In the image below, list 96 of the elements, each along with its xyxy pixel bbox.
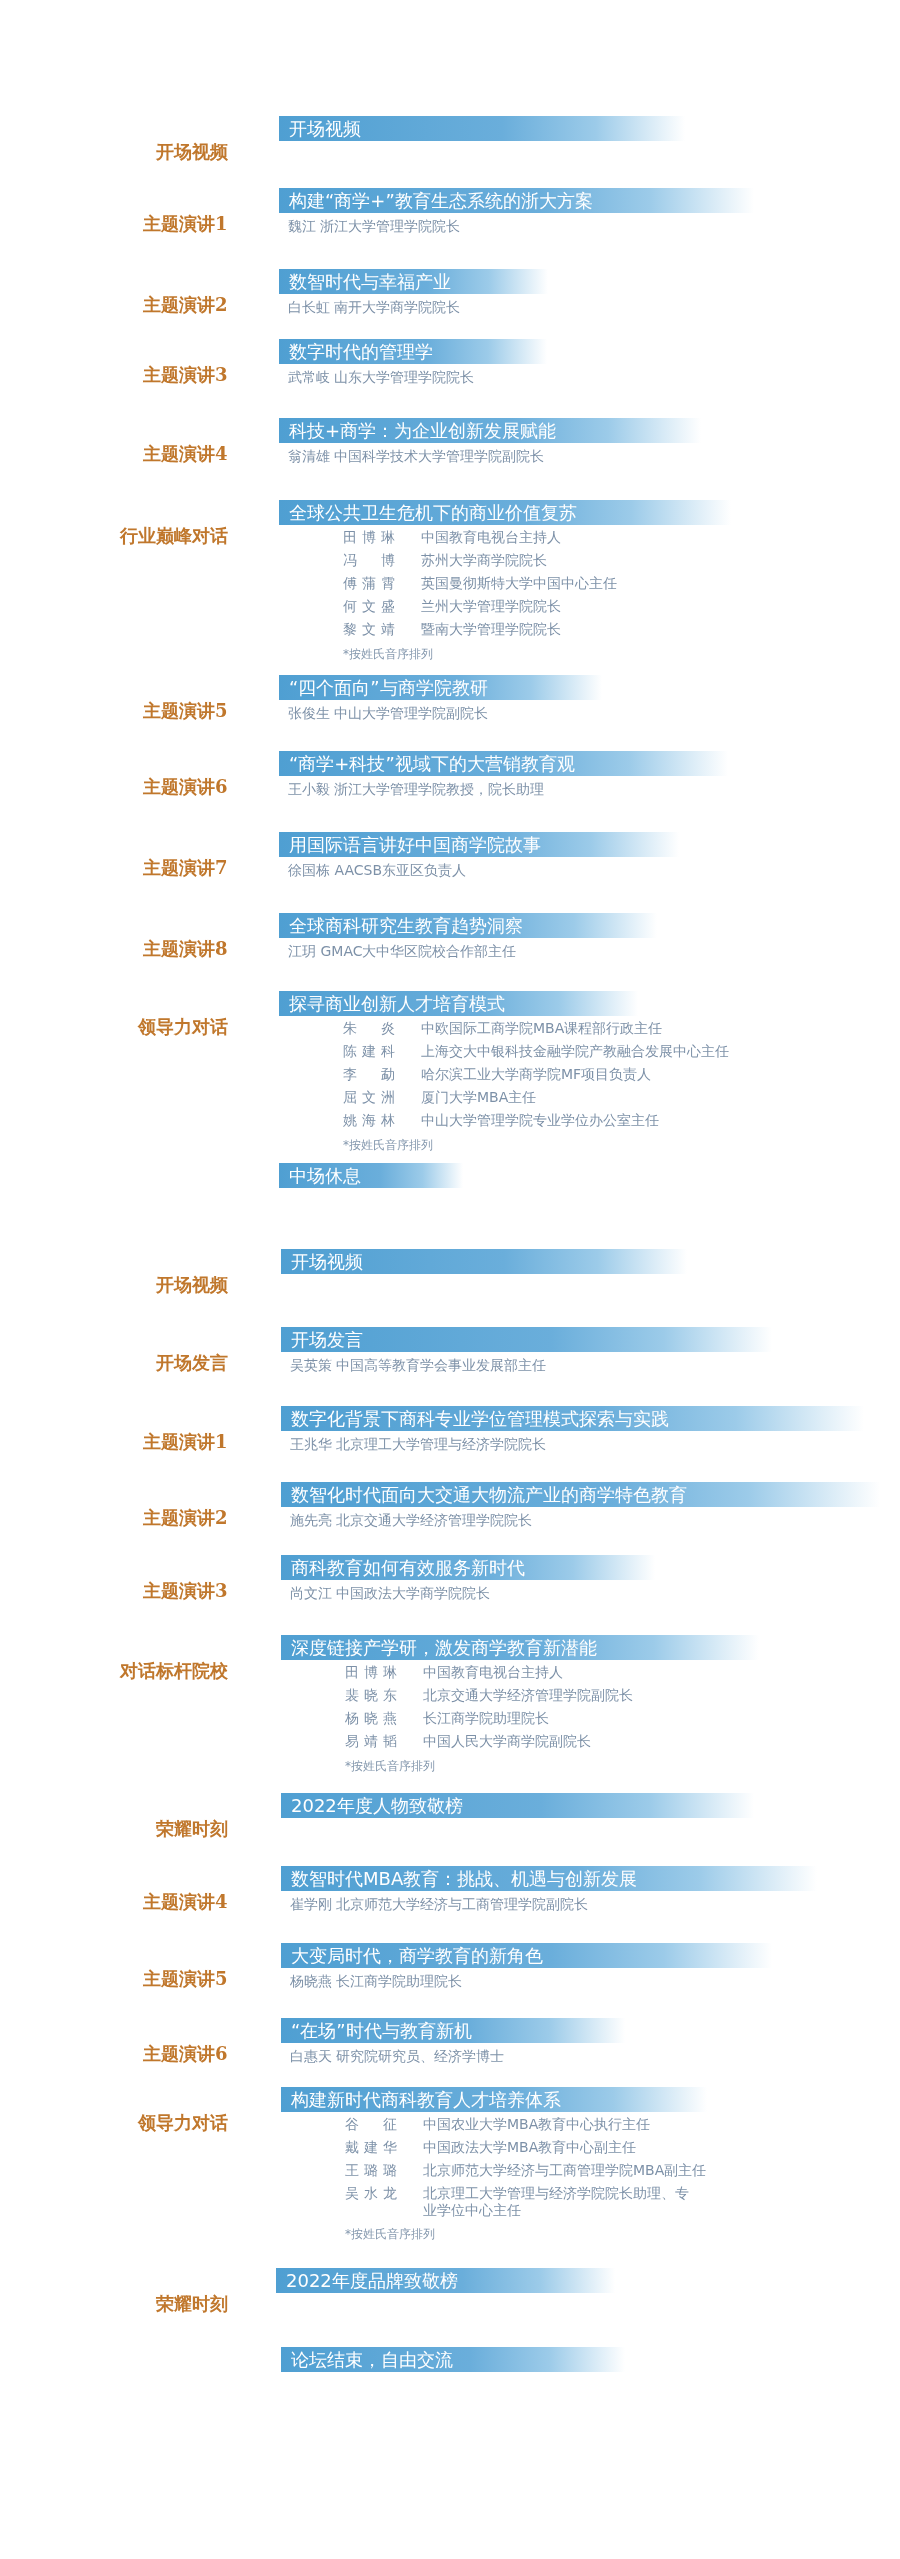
speaker-line: 徐国栋 AACSB东亚区负责人	[288, 862, 466, 880]
panelist-name: 裴晓东	[345, 1687, 397, 1705]
panelist-affiliation: 中国教育电视台主持人	[423, 1664, 563, 1681]
session-label: 对话标杆院校	[120, 1659, 228, 1683]
panelist-name: 谷征	[345, 2116, 397, 2134]
speaker-line: 翁清雄 中国科学技术大学管理学院副院长	[288, 448, 545, 466]
speaker-line: 武常岐 山东大学管理学院院长	[288, 369, 475, 387]
footnote: *按姓氏音序排列	[343, 1137, 434, 1154]
session-label: 主题演讲1	[143, 212, 228, 236]
panelist-affiliation: 长江商学院助理院长	[423, 1710, 549, 1727]
panelist-affiliation: 中国教育电视台主持人	[421, 529, 561, 546]
speaker-line: 白长虹 南开大学商学院院长	[288, 299, 461, 317]
panelist-affiliation: 中国政法大学MBA教育中心副主任	[423, 2139, 637, 2156]
panelist-name: 田博琳	[345, 1664, 397, 1682]
session-label: 开场视频	[156, 1273, 228, 1297]
footnote: *按姓氏音序排列	[345, 1758, 436, 1775]
panelist-name: 黎文靖	[343, 621, 395, 639]
speaker-line: 王小毅 浙江大学管理学院教授，院长助理	[288, 781, 545, 799]
speaker-line: 白惠天 研究院研究员、经济学博士	[290, 2048, 505, 2066]
panelist-affiliation: 北京理工大学管理与经济学院院长助理、专业学位中心主任	[423, 2185, 690, 2219]
panelist-name: 陈建科	[343, 1043, 395, 1061]
title-bar: 论坛结束，自由交流	[281, 2347, 625, 2372]
title-bar: 用国际语言讲好中国商学院故事	[279, 832, 679, 857]
session-label: 主题演讲7	[143, 856, 228, 880]
title-bar: 数字时代的管理学	[279, 339, 547, 364]
title-bar: 开场视频	[281, 1249, 687, 1274]
session-label: 开场视频	[156, 140, 228, 164]
session-label: 主题演讲6	[143, 775, 228, 799]
session-label: 领导力对话	[138, 1015, 228, 1039]
panelist-affiliation: 哈尔滨工业大学商学院MF项目负责人	[421, 1066, 652, 1083]
panelist-name: 朱炎	[343, 1020, 395, 1038]
panelist-affiliation: 中国农业大学MBA教育中心执行主任	[423, 2116, 651, 2133]
speaker-line: 尚文江 中国政法大学商学院院长	[290, 1585, 491, 1603]
session-label: 行业巅峰对话	[120, 524, 228, 548]
speaker-line: 魏江 浙江大学管理学院院长	[288, 218, 461, 236]
panelist-name: 李勐	[343, 1066, 395, 1084]
title-bar: 全球商科研究生教育趋势洞察	[279, 913, 657, 938]
title-bar: 2022年度品牌致敬榜	[276, 2268, 615, 2293]
panelist-name: 杨晓燕	[345, 1710, 397, 1728]
title-bar: 开场发言	[281, 1327, 772, 1352]
speaker-line: 江玥 GMAC大中华区院校合作部主任	[288, 943, 517, 961]
title-bar: 开场视频	[279, 116, 685, 141]
panelist-affiliation: 暨南大学管理学院院长	[421, 621, 561, 638]
panelist-name: 戴建华	[345, 2139, 397, 2157]
panelist-affiliation: 中欧国际工商学院MBA课程部行政主任	[421, 1020, 663, 1037]
title-bar: “四个面向”与商学院教研	[279, 675, 603, 700]
panelist-affiliation: 上海交大中银科技金融学院产教融合发展中心主任	[421, 1043, 729, 1060]
session-label: 荣耀时刻	[156, 2292, 228, 2316]
panelist-affiliation: 中国人民大学商学院副院长	[423, 1733, 591, 1750]
session-label: 主题演讲6	[143, 2042, 228, 2066]
session-label: 领导力对话	[138, 2111, 228, 2135]
panelist-name: 何文盛	[343, 598, 395, 616]
title-bar: 数智时代与幸福产业	[279, 269, 549, 294]
panelist-affiliation: 北京交通大学经济管理学院副院长	[423, 1687, 633, 1704]
speaker-line: 崔学刚 北京师范大学经济与工商管理学院副院长	[290, 1896, 589, 1914]
panelist-name: 屈文洲	[343, 1089, 395, 1107]
title-bar: 科技+商学：为企业创新发展赋能	[279, 418, 701, 443]
title-bar: 2022年度人物致敬榜	[281, 1793, 754, 1818]
panelist-affiliation: 兰州大学管理学院院长	[421, 598, 561, 615]
session-label: 主题演讲2	[143, 1506, 228, 1530]
speaker-line: 杨晓燕 长江商学院助理院长	[290, 1973, 463, 1991]
title-bar: 大变局时代，商学教育的新角色	[281, 1943, 772, 1968]
session-label: 主题演讲4	[143, 442, 228, 466]
footnote: *按姓氏音序排列	[343, 646, 434, 663]
session-label: 主题演讲2	[143, 293, 228, 317]
panelist-affiliation: 英国曼彻斯特大学中国中心主任	[421, 575, 617, 592]
speaker-line: 施先亮 北京交通大学经济管理学院院长	[290, 1512, 533, 1530]
title-bar: 探寻商业创新人才培育模式	[279, 991, 638, 1016]
panelist-name: 傅蒲霄	[343, 575, 395, 593]
speaker-line: 王兆华 北京理工大学管理与经济学院院长	[290, 1436, 547, 1454]
title-bar: 构建新时代商科教育人才培养体系	[281, 2087, 707, 2112]
session-label: 开场发言	[156, 1351, 228, 1375]
title-bar: “在场”时代与教育新机	[281, 2018, 625, 2043]
footnote: *按姓氏音序排列	[345, 2226, 436, 2243]
panelist-name: 王璐璐	[345, 2162, 397, 2180]
speaker-line: 张俊生 中山大学管理学院副院长	[288, 705, 489, 723]
panelist-name: 田博琳	[343, 529, 395, 547]
panelist-name: 易靖韬	[345, 1733, 397, 1751]
panelist-affiliation: 厦门大学MBA主任	[421, 1089, 537, 1106]
session-label: 主题演讲1	[143, 1430, 228, 1454]
panelist-affiliation: 北京师范大学经济与工商管理学院MBA副主任	[423, 2162, 707, 2179]
speaker-line: 吴英策 中国高等教育学会事业发展部主任	[290, 1357, 547, 1375]
session-label: 主题演讲3	[143, 1579, 228, 1603]
session-label: 主题演讲5	[143, 1967, 228, 1991]
title-bar: 商科教育如何有效服务新时代	[281, 1555, 655, 1580]
session-label: 荣耀时刻	[156, 1817, 228, 1841]
session-label: 主题演讲8	[143, 937, 228, 961]
session-label: 主题演讲3	[143, 363, 228, 387]
panelist-name: 吴水龙	[345, 2185, 397, 2203]
panelist-affiliation: 苏州大学商学院院长	[421, 552, 547, 569]
session-label: 主题演讲5	[143, 699, 228, 723]
title-bar: 中场休息	[279, 1163, 463, 1188]
panelist-name: 冯博	[343, 552, 395, 570]
panelist-affiliation: 中山大学管理学院专业学位办公室主任	[421, 1112, 659, 1129]
panelist-name: 姚海林	[343, 1112, 395, 1130]
session-label: 主题演讲4	[143, 1890, 228, 1914]
